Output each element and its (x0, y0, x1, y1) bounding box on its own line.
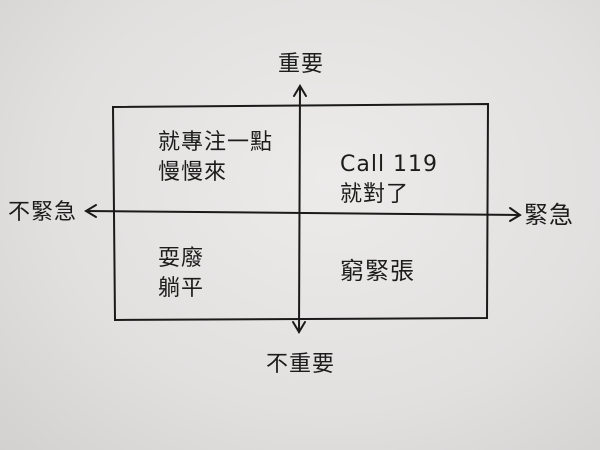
up-arrowhead-icon (293, 84, 307, 97)
quadrant-not-important-not-urgent: 耍廢 躺平 (158, 244, 204, 304)
quadrant-not-important-urgent: 窮緊張 (340, 256, 415, 286)
axis-label-urgent: 緊急 (524, 201, 574, 229)
vertical-axis (298, 85, 301, 333)
quadrant-line: 就專注一點 (158, 130, 274, 155)
matrix-border (111, 102, 490, 322)
quadrant-line: 慢慢來 (158, 160, 228, 185)
axis-label-not-important: 不重要 (266, 352, 336, 377)
horizontal-axis (85, 210, 521, 216)
quadrant-line: 耍廢 (158, 246, 205, 271)
quadrant-line: 就對了 (340, 182, 410, 207)
right-arrowhead-icon (509, 207, 522, 222)
quadrant-line: 躺平 (158, 276, 205, 301)
quadrant-important-urgent: Call 119 就對了 (340, 150, 438, 210)
axis-label-important: 重要 (278, 52, 325, 77)
axis-label-not-urgent: 不緊急 (8, 200, 78, 225)
quadrant-line: Call 119 (340, 152, 439, 177)
down-arrowhead-icon (292, 321, 306, 334)
quadrant-important-not-urgent: 就專注一點 慢慢來 (158, 128, 273, 188)
left-arrowhead-icon (84, 204, 97, 218)
quadrant-line: 窮緊張 (340, 257, 415, 285)
